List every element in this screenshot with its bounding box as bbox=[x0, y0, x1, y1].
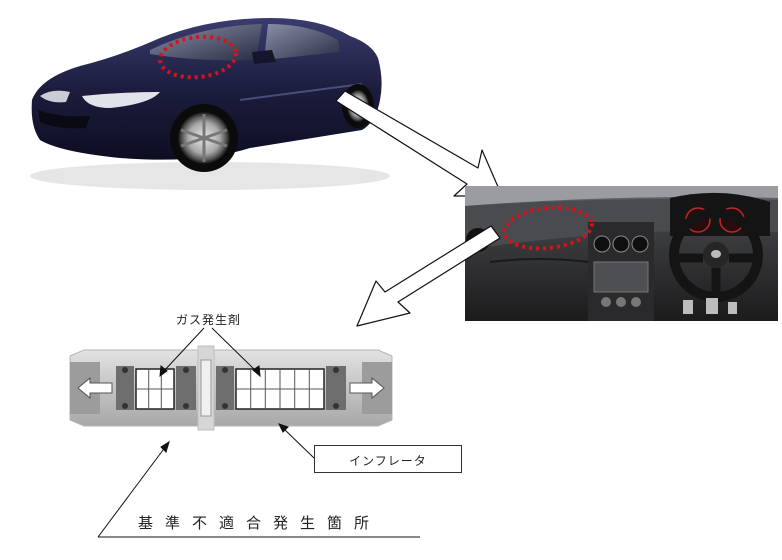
inflator-label-box: インフレータ bbox=[314, 445, 462, 473]
car-airbag-highlight bbox=[158, 34, 238, 80]
arrow-dashboard-to-inflator bbox=[356, 225, 501, 327]
car-image bbox=[30, 18, 390, 190]
gas-generant-left bbox=[135, 368, 175, 410]
dashboard-airbag-highlight bbox=[502, 205, 594, 251]
inflator-leader bbox=[278, 423, 315, 459]
gas-generant-leaders bbox=[159, 327, 261, 378]
gas-generant-right bbox=[235, 368, 325, 410]
defect-location-label: 基準不適合発生箇所 bbox=[138, 514, 382, 532]
inflator-label: インフレータ bbox=[349, 454, 427, 468]
inflator-diagram bbox=[69, 345, 393, 431]
defect-leader bbox=[97, 440, 420, 538]
dashboard-image bbox=[465, 186, 778, 321]
gas-generant-label: ガス発生剤 bbox=[176, 313, 242, 327]
